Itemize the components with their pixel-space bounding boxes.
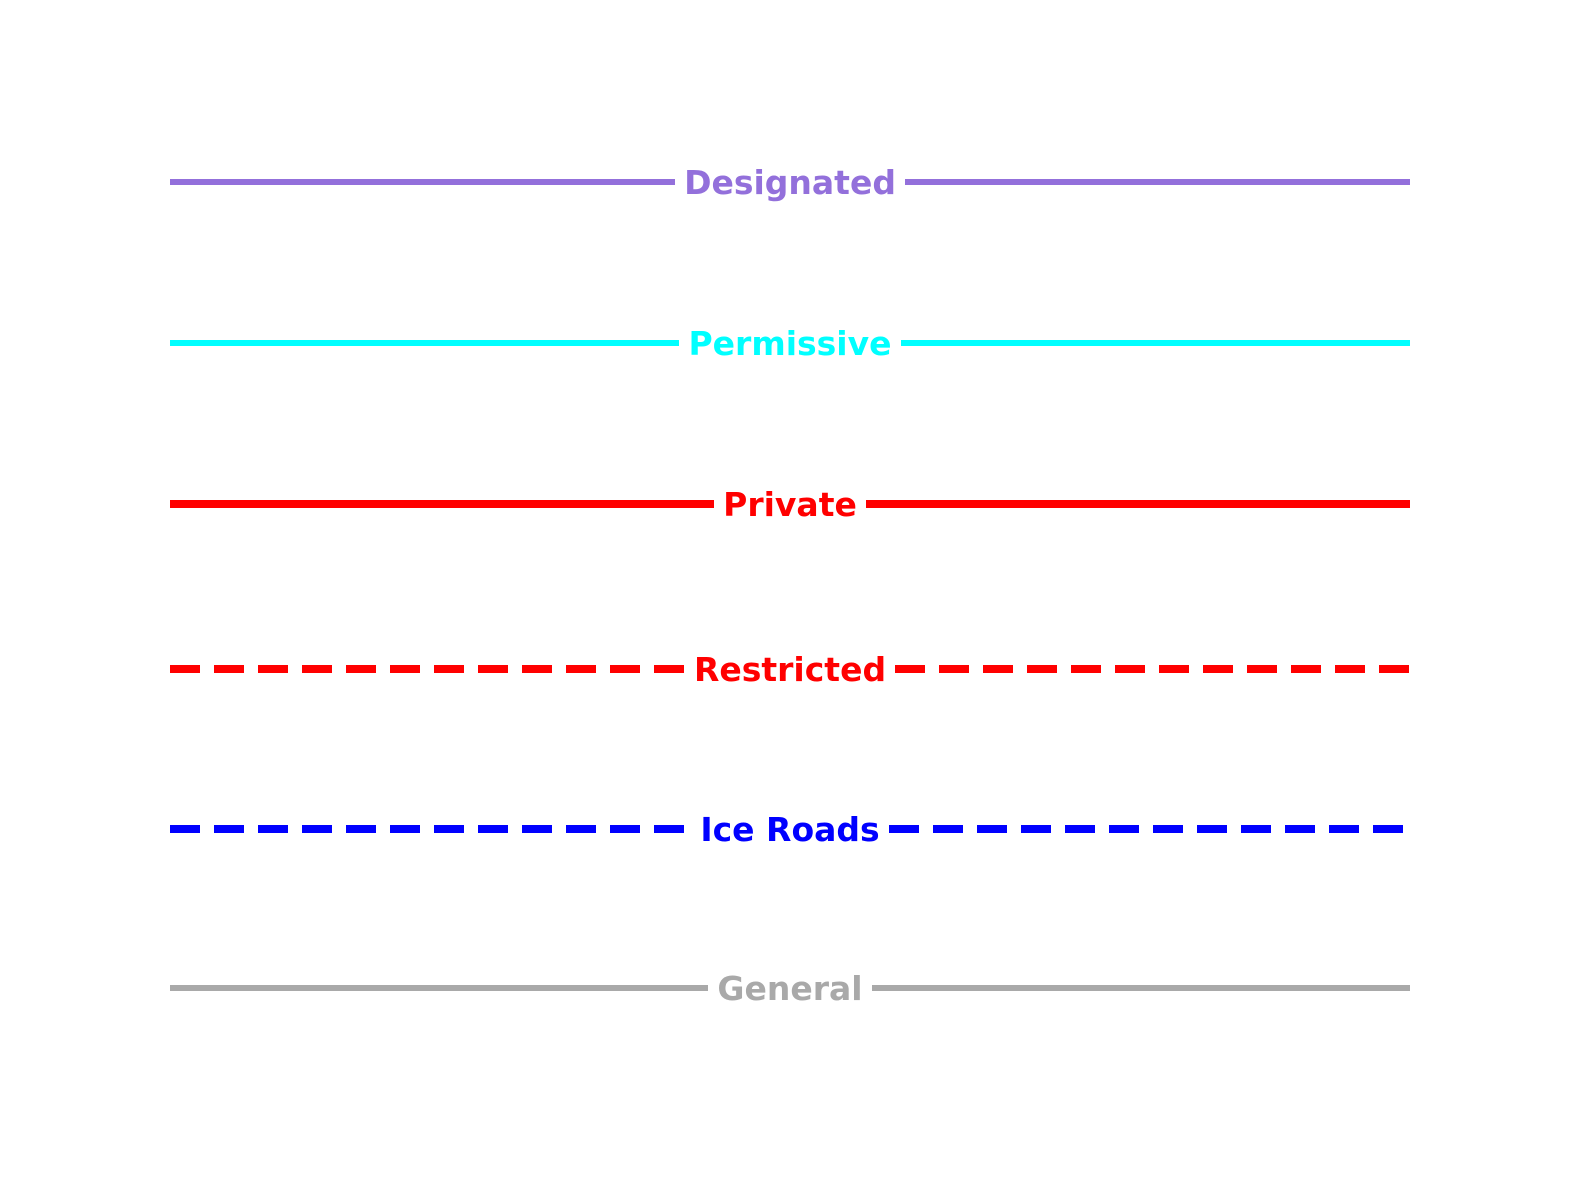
restricted-line-left xyxy=(170,665,685,673)
designated-line-right xyxy=(904,179,1411,185)
private-line-right xyxy=(865,500,1410,508)
restricted-label: Restricted xyxy=(693,649,887,689)
legend-row-general: General xyxy=(170,960,1411,1016)
legend-row-private: Private xyxy=(170,476,1410,532)
designated-line-left xyxy=(170,179,676,185)
general-line-left xyxy=(170,985,709,991)
permissive-line-left xyxy=(170,340,680,346)
legend-row-designated: Designated xyxy=(170,154,1411,210)
private-line-left xyxy=(170,500,715,508)
legend-row-ice-roads: Ice Roads xyxy=(170,801,1411,857)
legend-row-restricted: Restricted xyxy=(170,641,1411,697)
ice-roads-line-right xyxy=(888,825,1411,833)
permissive-line-right xyxy=(900,340,1410,346)
permissive-label: Permissive xyxy=(688,323,892,363)
ice-roads-label: Ice Roads xyxy=(700,809,880,849)
general-line-right xyxy=(871,985,1411,991)
general-label: General xyxy=(717,968,863,1008)
ice-roads-line-left xyxy=(170,825,692,833)
private-label: Private xyxy=(723,484,857,524)
designated-label: Designated xyxy=(684,162,896,202)
restricted-line-right xyxy=(895,665,1411,673)
legend-row-permissive: Permissive xyxy=(170,315,1410,371)
